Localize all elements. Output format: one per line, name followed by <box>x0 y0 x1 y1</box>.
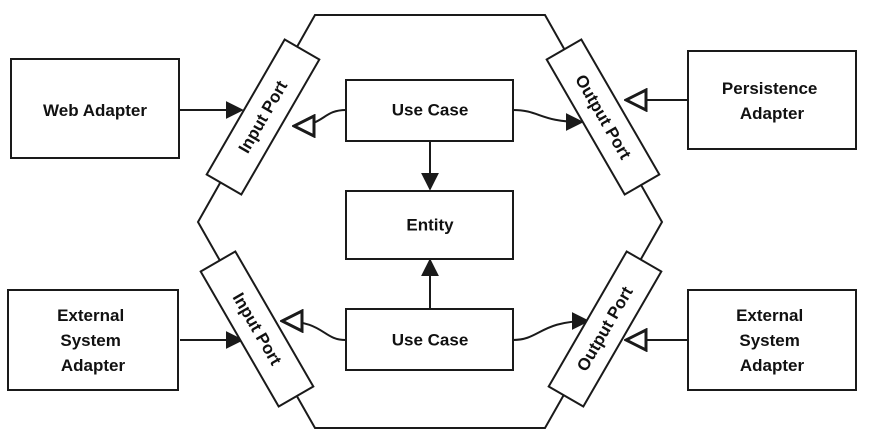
use-case-top-label: Use Case <box>392 101 469 120</box>
arrow-use-case-top-to-output-port <box>512 109 584 131</box>
entity-box: Entity <box>345 190 514 260</box>
input-port-top: Input Port <box>205 38 321 196</box>
external-system-adapter-left-label: External System Adapter <box>57 306 129 375</box>
use-case-bottom-box: Use Case <box>345 308 514 371</box>
external-system-adapter-right-label: External System Adapter <box>736 306 808 375</box>
external-system-adapter-left-box: External System Adapter <box>7 289 179 391</box>
use-case-bottom-label: Use Case <box>392 331 469 350</box>
arrow-use-case-top-to-input-port <box>294 109 347 126</box>
entity-label: Entity <box>406 216 454 235</box>
web-adapter-box: Web Adapter <box>10 58 180 159</box>
web-adapter-label: Web Adapter <box>43 101 147 120</box>
persistence-adapter-box: Persistence Adapter <box>687 50 857 150</box>
external-system-adapter-right-box: External System Adapter <box>687 289 857 391</box>
persistence-adapter-label: Persistence Adapter <box>722 79 822 123</box>
use-case-top-box: Use Case <box>345 79 514 142</box>
arrow-use-case-bottom-to-output-port <box>512 312 590 341</box>
arrow-use-case-bottom-to-input-port <box>282 321 347 341</box>
